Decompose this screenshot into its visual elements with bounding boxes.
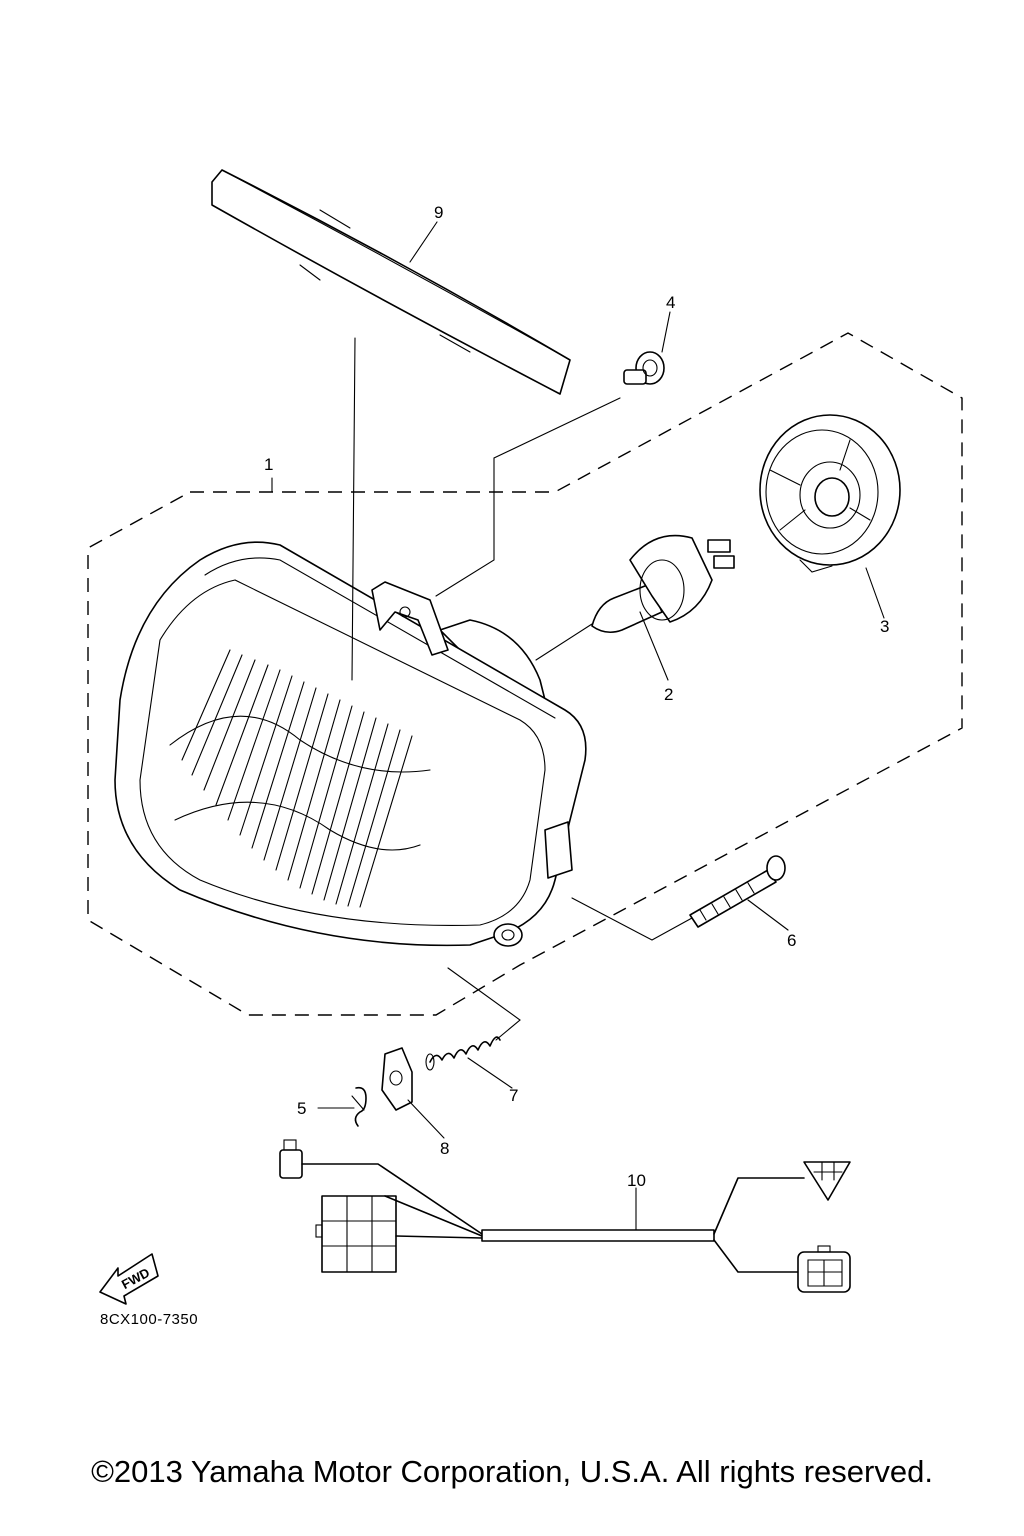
part-6-screw bbox=[689, 855, 786, 928]
diagram-code: 8CX100-7350 bbox=[100, 1311, 199, 1328]
copyright-notice: ©2013 Yamaha Motor Corporation, U.S.A. A… bbox=[91, 1454, 933, 1489]
callout-9: 9 bbox=[434, 203, 443, 222]
fwd-arrow-icon: FWD bbox=[99, 1253, 159, 1305]
callout-1: 1 bbox=[264, 455, 273, 474]
part-7-spring bbox=[425, 1036, 501, 1071]
part-3-bulb-cover bbox=[759, 414, 901, 573]
callout-8: 8 bbox=[440, 1139, 449, 1158]
callout-6: 6 bbox=[787, 931, 796, 950]
callout-labels: 1 2 3 4 5 6 7 8 9 10 bbox=[264, 203, 889, 1190]
part-2-bulb bbox=[591, 534, 735, 634]
assembly-outline bbox=[87, 332, 963, 1016]
part-5-clip bbox=[351, 1086, 367, 1127]
callout-10: 10 bbox=[627, 1171, 646, 1190]
part-1-headlight-unit bbox=[114, 541, 587, 947]
callout-5: 5 bbox=[297, 1099, 306, 1118]
part-9-visor bbox=[211, 169, 571, 395]
leader-lines bbox=[271, 221, 885, 1231]
callout-3: 3 bbox=[880, 617, 889, 636]
callout-4: 4 bbox=[666, 293, 675, 312]
part-8-nut bbox=[381, 1047, 413, 1111]
part-10-wire-harness bbox=[279, 1139, 851, 1293]
callout-7: 7 bbox=[509, 1086, 518, 1105]
callout-2: 2 bbox=[664, 685, 673, 704]
part-4-fastener bbox=[623, 351, 665, 385]
